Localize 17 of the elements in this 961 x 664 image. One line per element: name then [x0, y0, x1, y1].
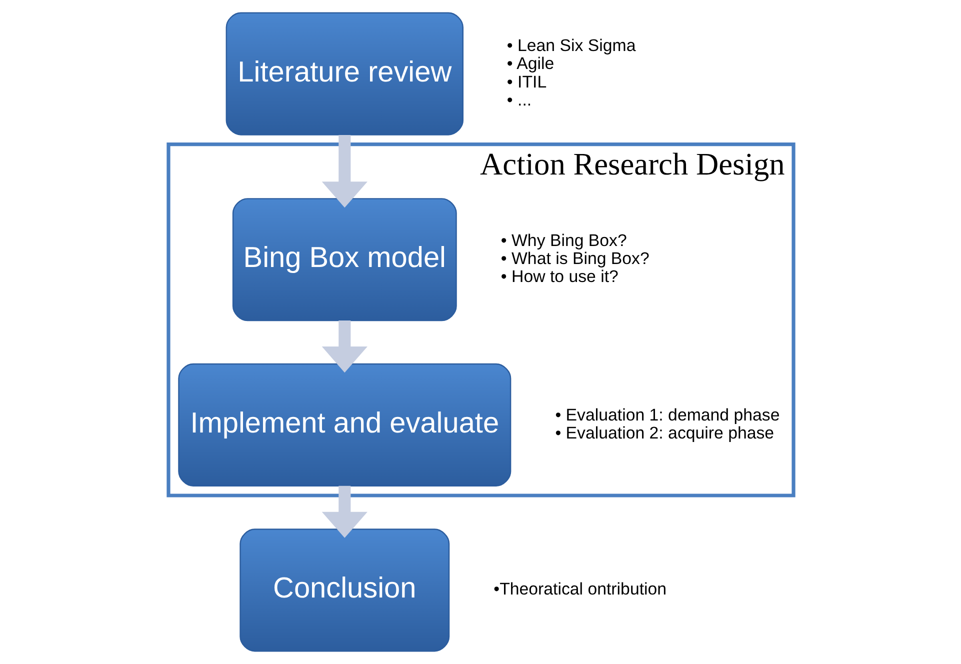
node-box: Bing Box model [232, 198, 456, 322]
node-label: • How to use it? [500, 267, 618, 286]
node-label: • Agile [506, 54, 554, 74]
node-label: • Why Bing Box? [500, 230, 626, 250]
arrow [321, 486, 367, 538]
node-box: Conclusion [239, 528, 450, 652]
node-label: • Evaluation 2: acquire phase [554, 423, 774, 442]
arrow [321, 135, 367, 208]
node-label: • What is Bing Box? [500, 249, 649, 268]
node-box: Implement and evaluate [178, 363, 511, 486]
node-label: • Lean Six Sigma [506, 36, 636, 56]
node-label: • Evaluation 1: demand phase [554, 405, 780, 424]
node-label: • ... [506, 90, 532, 110]
node-box: Literature review [225, 12, 463, 136]
arrow [321, 320, 367, 373]
node-label: •Theoratical ontribution [493, 580, 666, 599]
node-label: • ITIL [506, 72, 546, 92]
